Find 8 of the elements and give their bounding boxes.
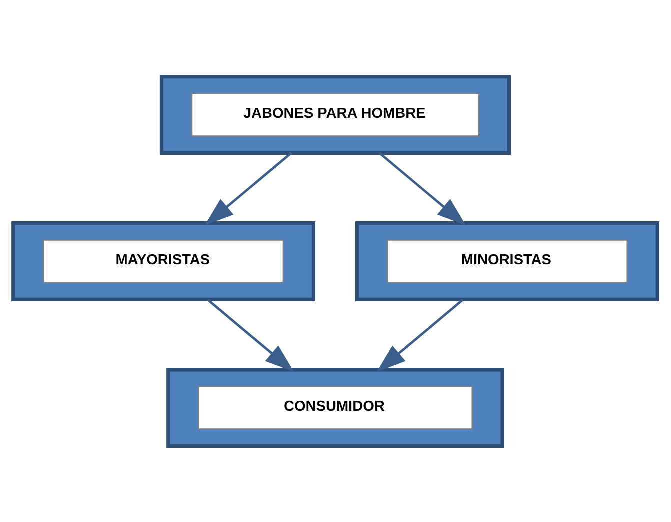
node-box: CONSUMIDOR <box>166 368 504 448</box>
node-box: MAYORISTAS <box>12 221 316 301</box>
arrow <box>379 152 466 226</box>
arrow <box>204 152 292 226</box>
node-box: JABONES PARA HOMBRE <box>160 74 512 154</box>
arrow <box>207 298 294 372</box>
node-box: MINORISTAS <box>355 221 660 301</box>
arrow <box>376 298 464 372</box>
